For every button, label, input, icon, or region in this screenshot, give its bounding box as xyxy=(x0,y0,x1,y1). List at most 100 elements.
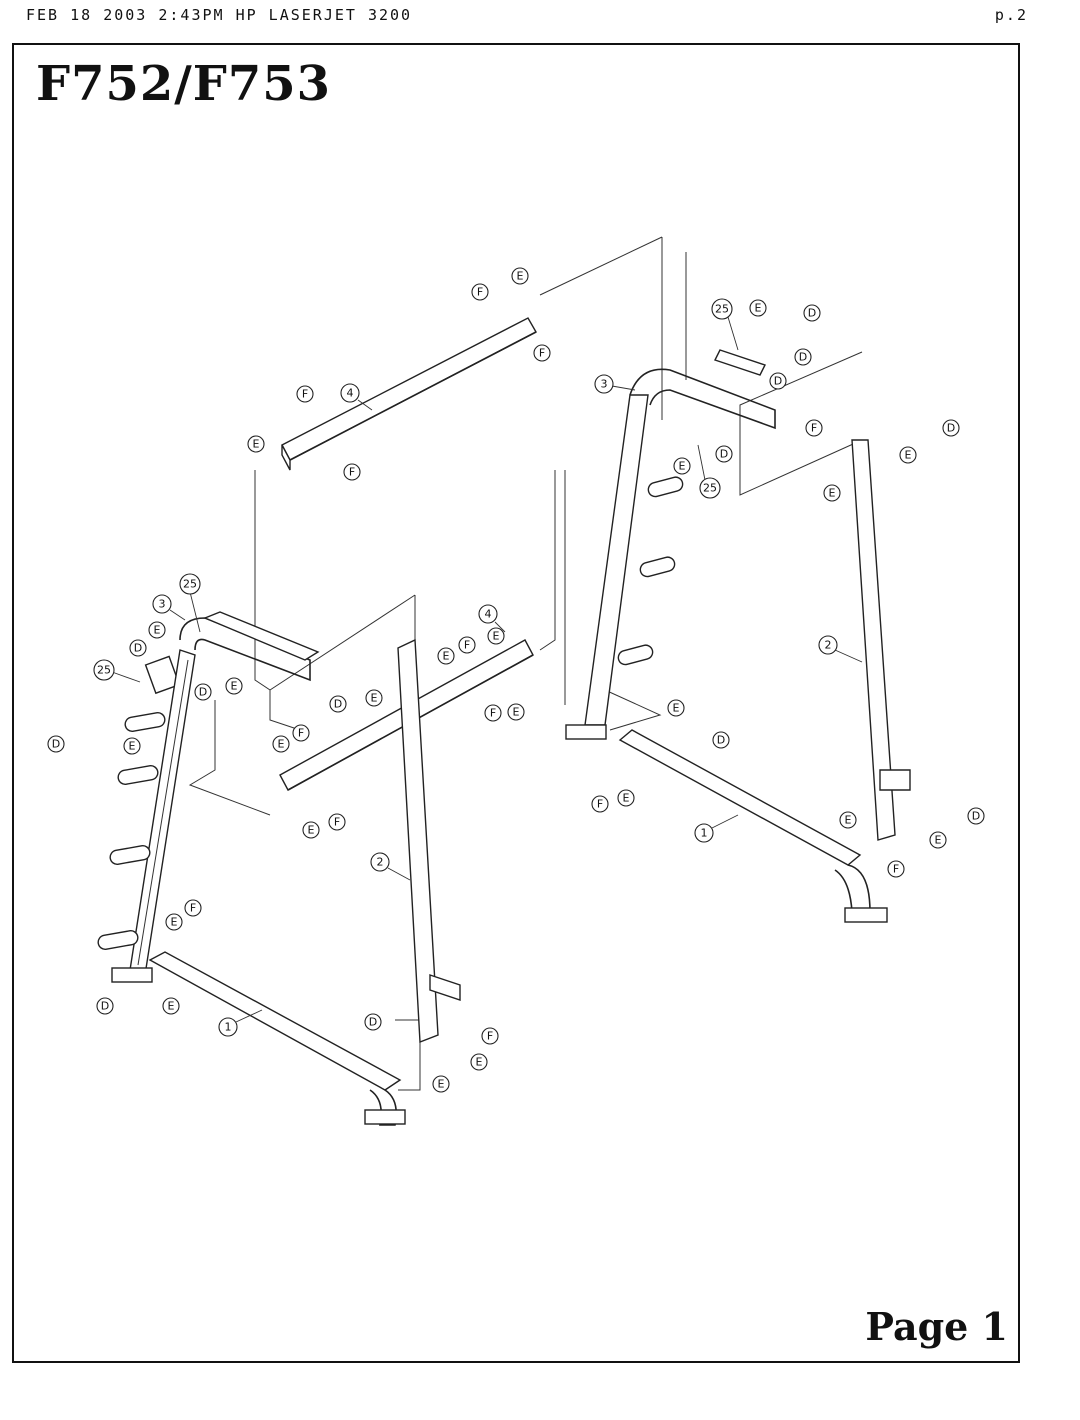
callout-top-frame-right: 3 xyxy=(594,374,636,394)
svg-text:25: 25 xyxy=(703,482,717,495)
svg-text:F: F xyxy=(302,388,308,401)
callout-washer-6: E xyxy=(899,446,917,464)
callout-washer-14: E xyxy=(272,735,290,753)
svg-text:D: D xyxy=(369,1016,377,1029)
svg-text:E: E xyxy=(231,680,238,693)
svg-text:F: F xyxy=(190,902,196,915)
svg-text:E: E xyxy=(438,1078,445,1091)
weight-pegs-right xyxy=(617,476,684,666)
callout-nut-10: F xyxy=(591,795,609,813)
callout-nut-9: F xyxy=(328,813,346,831)
svg-text:D: D xyxy=(947,422,955,435)
callout-nut-13: F xyxy=(481,1027,499,1045)
svg-text:2: 2 xyxy=(825,639,832,652)
svg-text:E: E xyxy=(371,692,378,705)
callout-bolt-6: D xyxy=(129,639,147,657)
callout-nut-3: F xyxy=(296,385,314,403)
svg-text:E: E xyxy=(168,1000,175,1013)
svg-text:D: D xyxy=(799,351,807,364)
base-right xyxy=(565,724,888,923)
svg-text:D: D xyxy=(720,448,728,461)
svg-text:D: D xyxy=(808,307,816,320)
right-upright-angled xyxy=(584,394,649,726)
svg-text:E: E xyxy=(755,302,762,315)
svg-text:E: E xyxy=(476,1056,483,1069)
svg-text:E: E xyxy=(253,438,260,451)
svg-text:F: F xyxy=(477,286,483,299)
svg-text:E: E xyxy=(673,702,680,715)
fax-header: FEB 18 2003 2:43PM HP LASERJET 3200 xyxy=(26,6,413,24)
callout-washer-8: E xyxy=(225,677,243,695)
svg-text:D: D xyxy=(134,642,142,655)
callout-washer-17: E xyxy=(617,789,635,807)
callout-bolt-5: D xyxy=(942,419,960,437)
svg-text:E: E xyxy=(623,792,630,805)
svg-text:E: E xyxy=(278,738,285,751)
svg-text:F: F xyxy=(334,816,340,829)
callout-crossbar-rear: 4 xyxy=(340,383,373,411)
weight-pegs-left xyxy=(97,712,166,950)
svg-text:E: E xyxy=(129,740,136,753)
callout-washer-23: E xyxy=(470,1053,488,1071)
callout-bolt-13: D xyxy=(364,1013,382,1031)
base-left xyxy=(111,951,406,1126)
svg-text:E: E xyxy=(493,630,500,643)
svg-text:D: D xyxy=(52,738,60,751)
callout-washer-11: E xyxy=(487,627,505,645)
callout-bolt-8: D xyxy=(47,735,65,753)
callout-upright-right: 2 xyxy=(818,635,863,663)
top-frame-left xyxy=(144,611,320,695)
svg-text:F: F xyxy=(893,863,899,876)
callout-bracket-2: 25 xyxy=(93,659,141,683)
callout-bracket-1: 25 xyxy=(179,573,201,633)
callout-nut-7: F xyxy=(484,704,502,722)
callout-washer-19: E xyxy=(929,831,947,849)
callout-bolt-12: D xyxy=(96,997,114,1015)
callout-washer-1: E xyxy=(511,267,529,285)
callout-base-right: 1 xyxy=(694,814,739,843)
callout-washer-3: E xyxy=(749,299,767,317)
callout-washer-22: E xyxy=(432,1075,450,1093)
callout-upright-left: 2 xyxy=(370,852,411,881)
svg-text:E: E xyxy=(517,270,524,283)
svg-text:F: F xyxy=(487,1030,493,1043)
svg-text:E: E xyxy=(829,487,836,500)
part-callouts: 4 4 3 3 2 2 1 1 25 25 25 25 E F F F E F … xyxy=(47,267,985,1093)
svg-text:E: E xyxy=(679,460,686,473)
svg-text:F: F xyxy=(811,422,817,435)
callout-top-frame-left: 3 xyxy=(152,594,186,621)
top-frame-right xyxy=(629,349,776,430)
callout-bolt-2: D xyxy=(794,348,812,366)
callout-bolt-3: D xyxy=(769,372,787,390)
callout-washer-2: E xyxy=(247,435,265,453)
callout-washer-12: E xyxy=(365,689,383,707)
callout-bracket-4: 25 xyxy=(697,444,721,499)
svg-text:4: 4 xyxy=(485,608,492,621)
svg-text:1: 1 xyxy=(701,827,708,840)
svg-text:E: E xyxy=(308,824,315,837)
svg-text:D: D xyxy=(199,686,207,699)
callout-washer-15: E xyxy=(302,821,320,839)
callout-washer-16: E xyxy=(667,699,685,717)
page-label: Page 1 xyxy=(865,1304,1008,1349)
callout-washer-5: E xyxy=(823,484,841,502)
callout-washer-18: E xyxy=(839,811,857,829)
callout-nut-8: F xyxy=(292,724,310,742)
svg-text:F: F xyxy=(298,727,304,740)
right-upright-rear xyxy=(851,439,911,841)
callout-bolt-9: D xyxy=(329,695,347,713)
svg-text:F: F xyxy=(349,466,355,479)
callout-bolt-4: D xyxy=(715,445,733,463)
svg-text:D: D xyxy=(717,734,725,747)
callout-nut-2: F xyxy=(533,344,551,362)
svg-text:F: F xyxy=(539,347,545,360)
svg-text:3: 3 xyxy=(159,598,166,611)
svg-text:F: F xyxy=(597,798,603,811)
svg-text:3: 3 xyxy=(601,378,608,391)
callout-base-left: 1 xyxy=(218,1009,263,1037)
svg-text:E: E xyxy=(845,814,852,827)
left-upright-angled xyxy=(129,649,196,976)
callout-nut-6: F xyxy=(458,636,476,654)
fax-page-number: p.2 xyxy=(994,6,1028,24)
